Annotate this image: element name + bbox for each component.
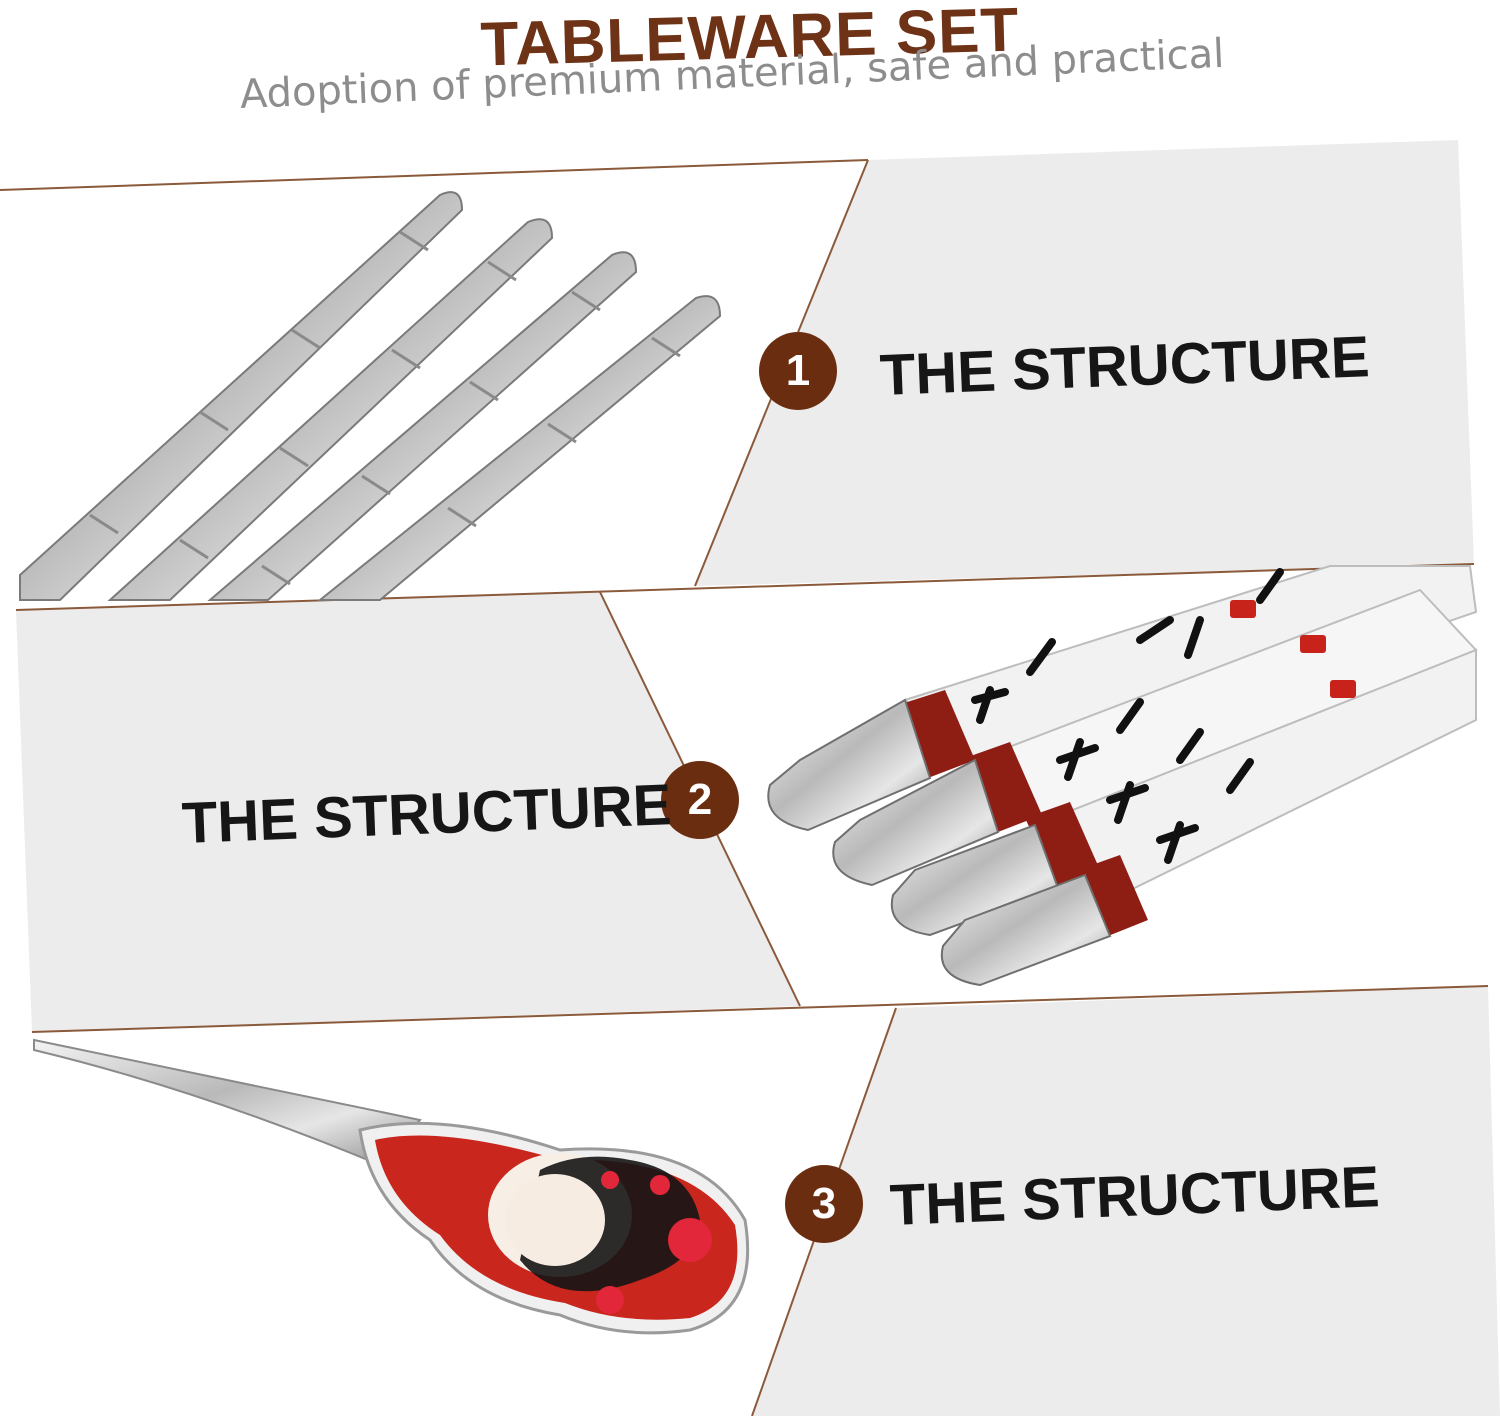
section-number-badge: 3 [785,1165,863,1243]
section-number-badge: 2 [661,761,739,839]
section-number-badge: 1 [759,332,837,410]
